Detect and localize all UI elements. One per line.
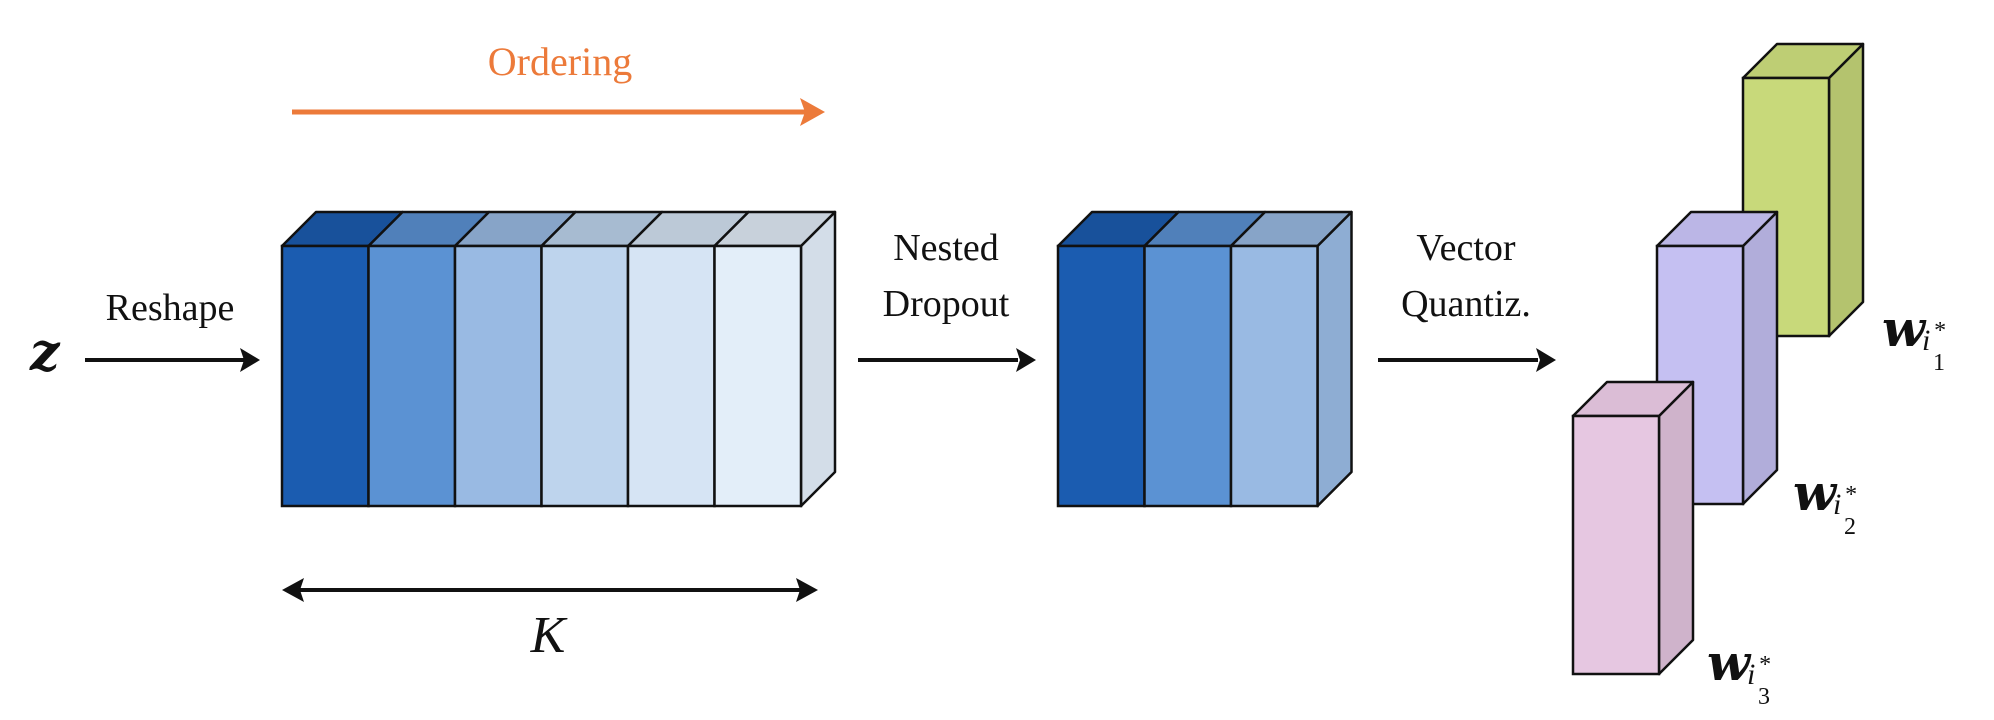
k-label: K xyxy=(530,607,568,664)
full-block-column-4 xyxy=(540,244,630,508)
vector-quantiz-arrow xyxy=(1378,348,1556,372)
nested-dropout-arrow xyxy=(858,348,1036,372)
codeword-prism-3 xyxy=(1571,380,1695,676)
reshape-arrow xyxy=(85,348,260,372)
full-block-column-6 xyxy=(713,244,803,508)
codeword-label-3: w i * 3 xyxy=(1707,633,1770,710)
svg-text:i: i xyxy=(1922,324,1930,357)
truncated-block-column-2 xyxy=(1143,244,1233,508)
truncated-block-column-1 xyxy=(1056,244,1146,508)
quantiz-label: Quantiz. xyxy=(1401,283,1531,325)
input-z-symbol: z xyxy=(29,322,61,383)
svg-text:3: 3 xyxy=(1758,684,1770,710)
vector-label: Vector xyxy=(1416,227,1516,269)
full-block-column-2 xyxy=(367,244,457,508)
full-block-column-3 xyxy=(453,244,543,508)
reshape-label: Reshape xyxy=(106,287,235,329)
svg-text:*: * xyxy=(1933,318,1945,344)
codeword-label-2: w i * 2 xyxy=(1793,463,1856,540)
k-span-arrow xyxy=(282,578,818,602)
svg-text:*: * xyxy=(1844,482,1856,508)
dropout-label: Dropout xyxy=(883,283,1010,325)
svg-text:w: w xyxy=(1707,633,1752,692)
svg-text:*: * xyxy=(1758,652,1770,678)
full-feature-block xyxy=(280,210,837,508)
codeword-prism-1 xyxy=(1741,42,1865,338)
full-block-column-1 xyxy=(280,244,370,508)
full-block-column-5 xyxy=(626,244,716,508)
truncated-block-column-3 xyxy=(1229,244,1319,508)
svg-text:2: 2 xyxy=(1844,514,1856,540)
codeword-group xyxy=(1571,42,1865,676)
svg-text:w: w xyxy=(1882,299,1927,358)
svg-text:i: i xyxy=(1747,658,1755,691)
nested-label: Nested xyxy=(893,227,999,269)
svg-text:1: 1 xyxy=(1933,350,1945,376)
ordering-arrow xyxy=(292,98,825,126)
truncated-feature-block xyxy=(1056,210,1353,508)
svg-text:i: i xyxy=(1833,488,1841,521)
truncated-block-side-face xyxy=(1316,210,1353,508)
full-block-side-face xyxy=(799,210,837,508)
codeword-label-1: w i * 1 xyxy=(1882,299,1945,376)
ordering-label: Ordering xyxy=(488,39,632,84)
svg-text:w: w xyxy=(1793,463,1838,522)
